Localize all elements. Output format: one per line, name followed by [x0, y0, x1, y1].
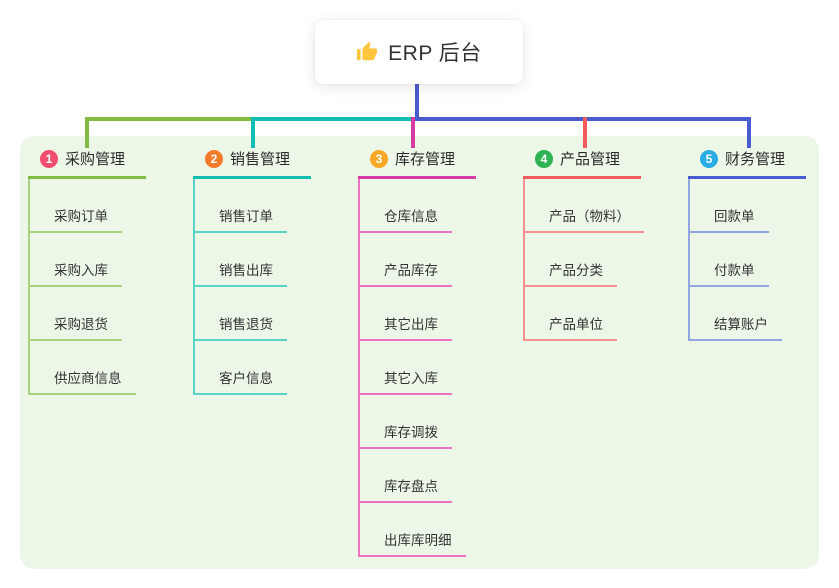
- child-node-row: 其它入库: [360, 341, 476, 395]
- child-node-row: 产品单位: [525, 287, 644, 341]
- branch-children: 销售订单销售出库销售退货客户信息: [193, 179, 311, 395]
- root-node-title: ERP 后台: [388, 42, 482, 65]
- child-node-row: 库存调拨: [360, 395, 476, 449]
- child-node[interactable]: 出库库明细: [360, 529, 466, 557]
- branch-children: 产品（物料） 产品分类产品单位: [523, 179, 644, 341]
- root-node[interactable]: ERP 后台: [315, 20, 523, 84]
- branch-header-5[interactable]: 5 财务管理: [688, 148, 806, 179]
- branch-label: 财务管理: [725, 151, 786, 168]
- branch-1: 1 采购管理采购订单采购入库采购退货供应商信息: [28, 148, 146, 395]
- branch-label: 库存管理: [395, 151, 456, 168]
- child-node[interactable]: 采购入库: [30, 259, 122, 287]
- branch-3: 3 库存管理仓库信息产品库存其它出库其它入库库存调拨库存盘点出库库明细: [358, 148, 476, 557]
- branch-connector-line: [251, 117, 255, 148]
- branch-children: 采购订单采购入库采购退货供应商信息: [28, 179, 146, 395]
- branch-header-2[interactable]: 2 销售管理: [193, 148, 311, 179]
- branch-children: 回款单付款单结算账户: [688, 179, 806, 341]
- child-node[interactable]: 销售出库: [195, 259, 287, 287]
- child-node-row: 仓库信息: [360, 179, 476, 233]
- branch-number-badge: 4: [535, 149, 553, 168]
- branch-header-4[interactable]: 4 产品管理: [523, 148, 641, 179]
- child-node[interactable]: 采购订单: [30, 205, 122, 233]
- branch-4: 4 产品管理产品（物料） 产品分类产品单位: [523, 148, 644, 341]
- branch-children: 仓库信息产品库存其它出库其它入库库存调拨库存盘点出库库明细: [358, 179, 476, 557]
- branch-number-badge: 1: [40, 149, 58, 168]
- branch-5: 5 财务管理回款单付款单结算账户: [688, 148, 806, 341]
- child-node[interactable]: 付款单: [690, 259, 769, 287]
- child-node[interactable]: 仓库信息: [360, 205, 452, 233]
- branch-2: 2 销售管理销售订单销售出库销售退货客户信息: [193, 148, 311, 395]
- child-node[interactable]: 产品（物料）: [525, 205, 644, 233]
- branch-header-1[interactable]: 1 采购管理: [28, 148, 146, 179]
- branch-number-badge: 3: [370, 149, 388, 168]
- child-node-row: 采购入库: [30, 233, 146, 287]
- child-node-row: 采购订单: [30, 179, 146, 233]
- child-node[interactable]: 库存盘点: [360, 475, 452, 503]
- child-node[interactable]: 产品单位: [525, 313, 617, 341]
- child-node[interactable]: 产品库存: [360, 259, 452, 287]
- connector-horizontal-segment: [252, 117, 413, 121]
- branch-connector-line: [411, 117, 415, 148]
- child-node-row: 供应商信息: [30, 341, 146, 395]
- branch-label: 销售管理: [230, 151, 291, 168]
- child-node[interactable]: 产品分类: [525, 259, 617, 287]
- child-node[interactable]: 其它出库: [360, 313, 452, 341]
- child-node[interactable]: 供应商信息: [30, 367, 136, 395]
- connector-horizontal-segment: [85, 117, 252, 121]
- child-node-row: 销售订单: [195, 179, 311, 233]
- child-node-row: 库存盘点: [360, 449, 476, 503]
- child-node[interactable]: 销售退货: [195, 313, 287, 341]
- branch-label: 产品管理: [560, 151, 621, 168]
- thumbs-up-icon: [356, 41, 378, 63]
- child-node-row: 付款单: [690, 233, 806, 287]
- root-connector-line: [415, 84, 419, 121]
- child-node[interactable]: 客户信息: [195, 367, 287, 395]
- child-node-row: 结算账户: [690, 287, 806, 341]
- child-node[interactable]: 其它入库: [360, 367, 452, 395]
- connector-horizontal-segment: [413, 117, 751, 121]
- mindmap-panel: [20, 136, 819, 569]
- child-node[interactable]: 库存调拨: [360, 421, 452, 449]
- child-node-row: 其它出库: [360, 287, 476, 341]
- branch-connector-line: [583, 117, 587, 148]
- child-node-row: 产品（物料）: [525, 179, 644, 233]
- child-node[interactable]: 采购退货: [30, 313, 122, 341]
- child-node-row: 客户信息: [195, 341, 311, 395]
- child-node-row: 销售退货: [195, 287, 311, 341]
- child-node[interactable]: 销售订单: [195, 205, 287, 233]
- child-node-row: 产品分类: [525, 233, 644, 287]
- child-node[interactable]: 回款单: [690, 205, 769, 233]
- branch-label: 采购管理: [65, 151, 126, 168]
- branch-number-badge: 2: [205, 149, 223, 168]
- child-node-row: 销售出库: [195, 233, 311, 287]
- child-node-row: 产品库存: [360, 233, 476, 287]
- branch-connector-line: [85, 117, 89, 148]
- branch-number-badge: 5: [700, 149, 718, 168]
- branch-header-3[interactable]: 3 库存管理: [358, 148, 476, 179]
- child-node-row: 回款单: [690, 179, 806, 233]
- branch-connector-line: [747, 117, 751, 148]
- child-node[interactable]: 结算账户: [690, 313, 782, 341]
- child-node-row: 采购退货: [30, 287, 146, 341]
- child-node-row: 出库库明细: [360, 503, 476, 557]
